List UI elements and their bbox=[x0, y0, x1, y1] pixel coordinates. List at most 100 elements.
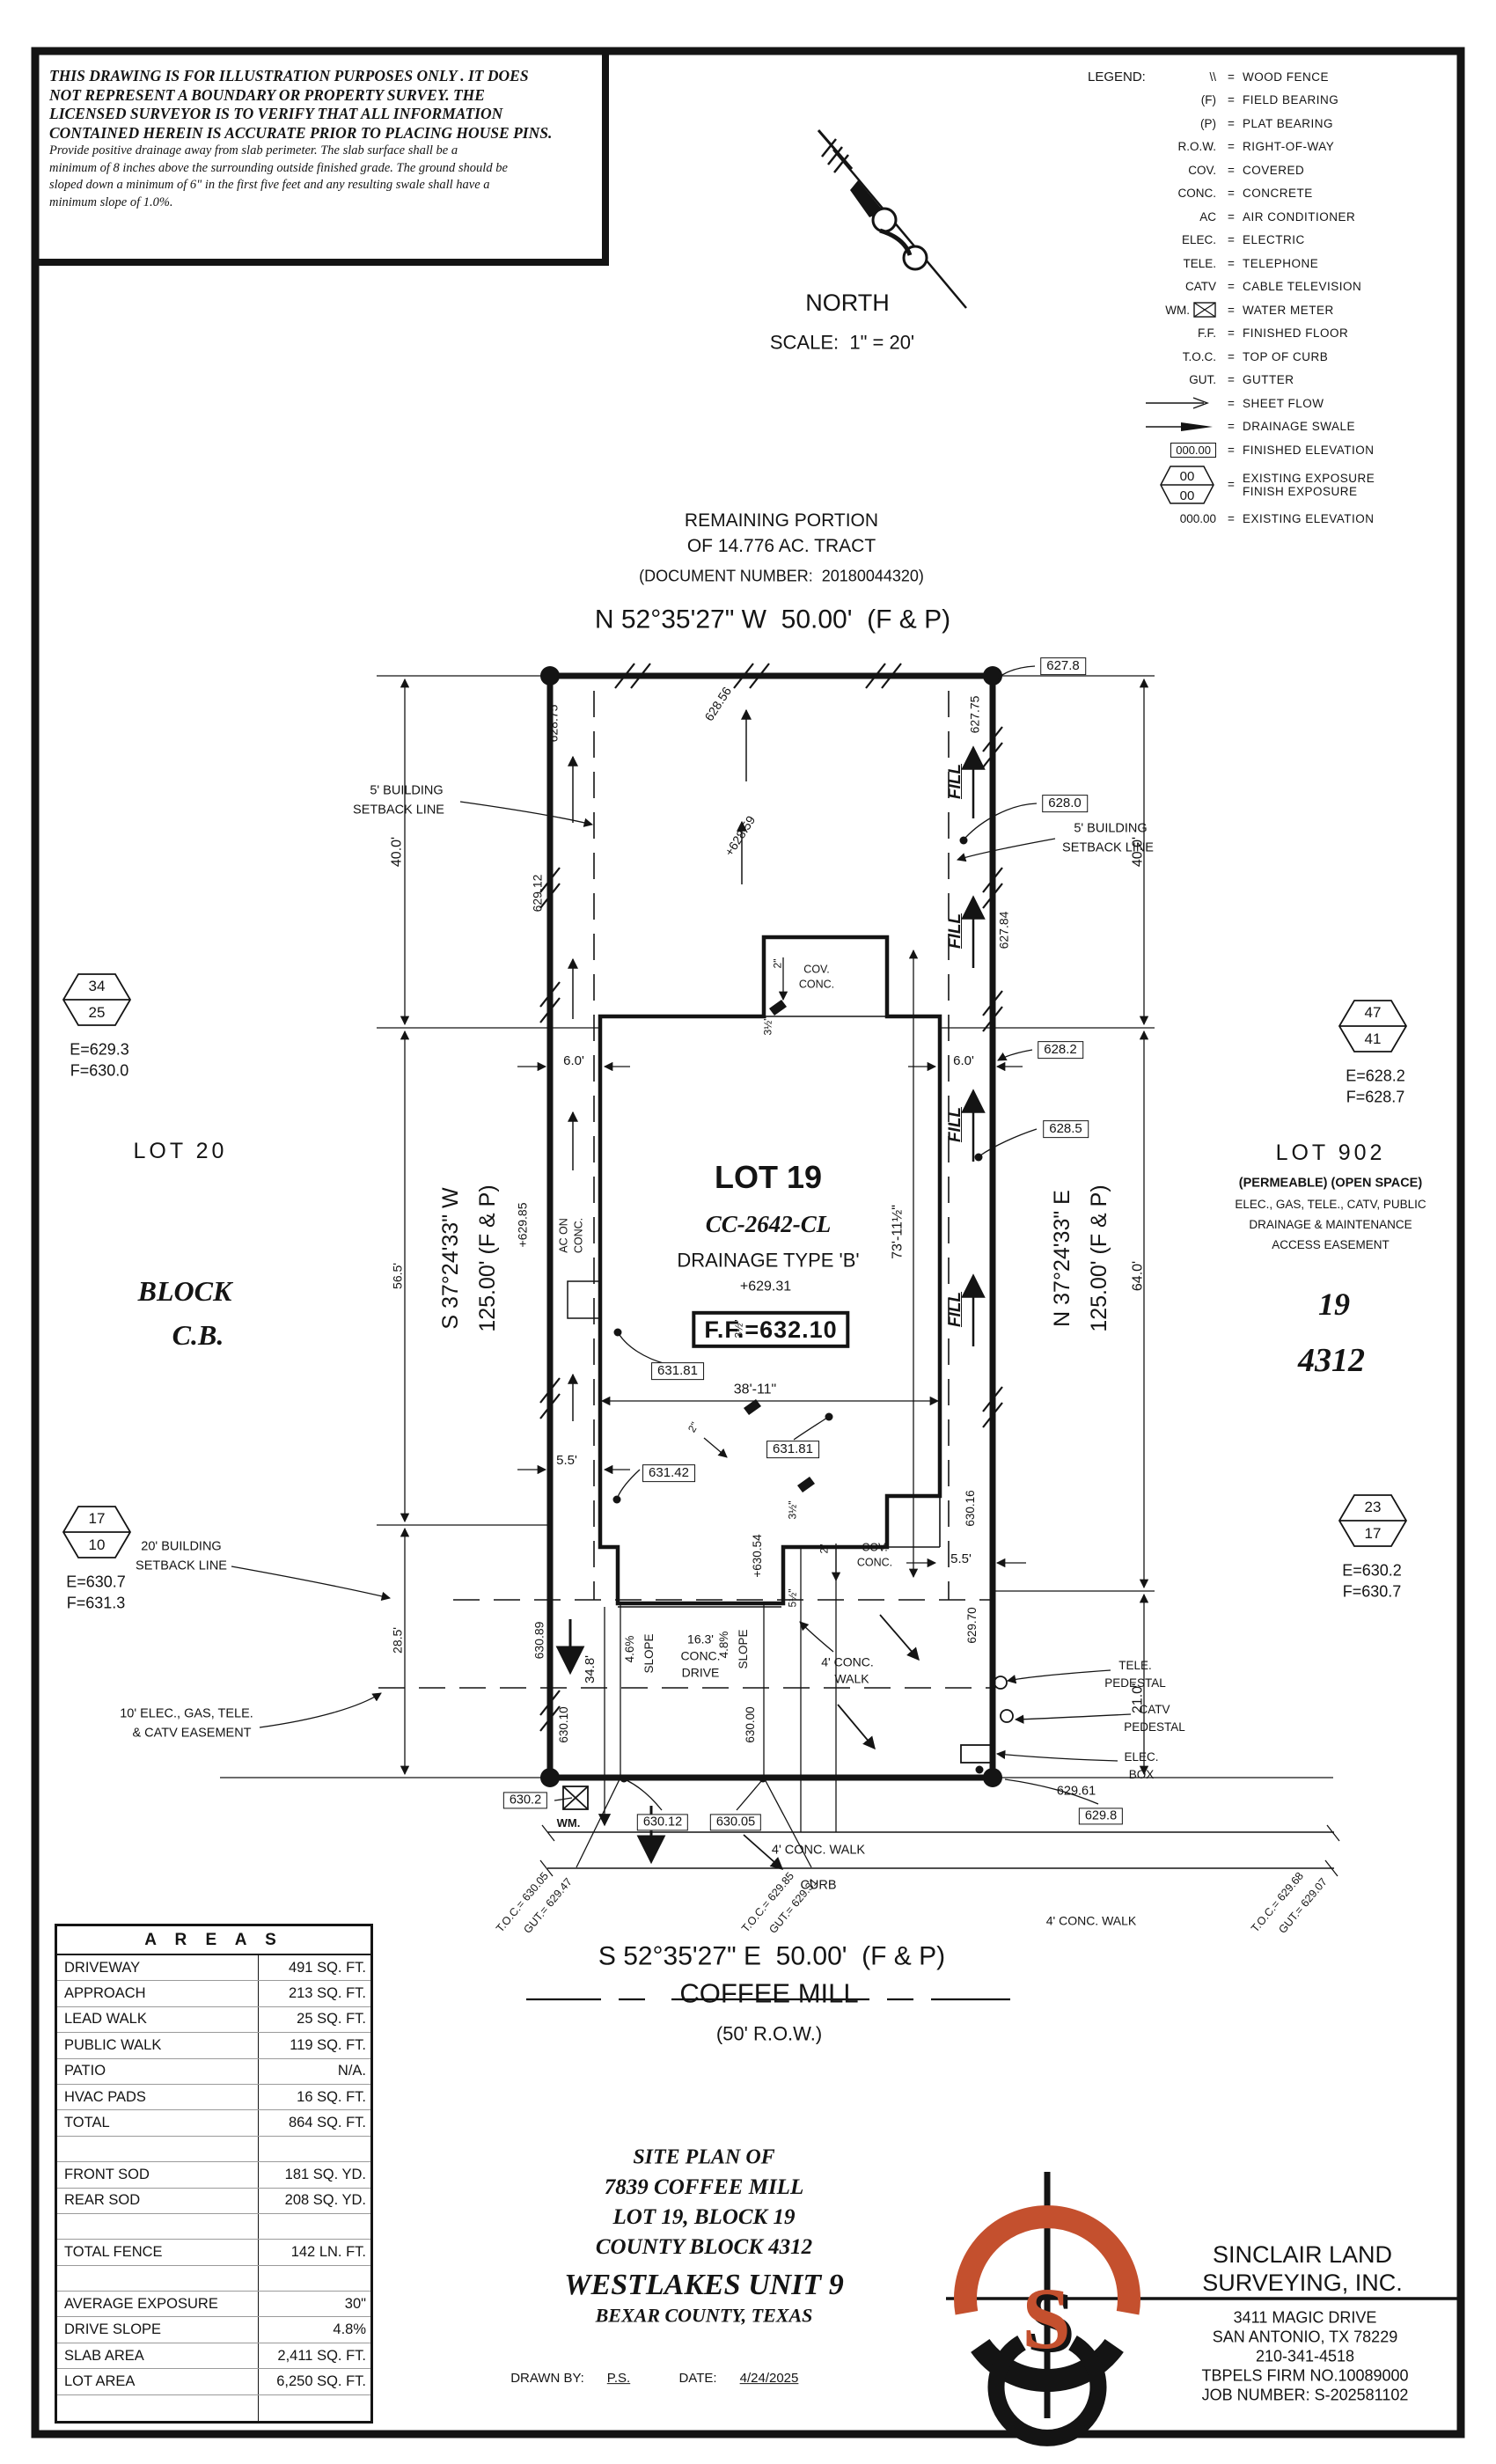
legend-equals: = bbox=[1228, 396, 1235, 410]
disclaimer-line: THIS DRAWING IS FOR ILLUSTRATION PURPOSE… bbox=[49, 67, 529, 84]
areas-row-value: 16 SQ. FT. bbox=[297, 2088, 366, 2105]
legend-label: COVERED bbox=[1243, 163, 1305, 177]
flow-arrows bbox=[555, 708, 986, 1870]
annotation-label: (PERMEABLE) (OPEN SPACE) bbox=[1238, 1176, 1423, 1191]
disclaimer-line: sloped down a minimum of 6" in the first… bbox=[49, 178, 490, 192]
legend-row: (F)=FIELD BEARING bbox=[1084, 89, 1468, 113]
legend-equals: = bbox=[1228, 187, 1235, 201]
surveyor-name: SURVEYING, INC. bbox=[1202, 2269, 1403, 2296]
bearing-east-dist: 125.00' (F & P) bbox=[1086, 1184, 1111, 1332]
house-footprint bbox=[567, 935, 942, 1608]
areas-row-value: 4.8% bbox=[333, 2321, 366, 2338]
areas-row-label: APPROACH bbox=[57, 1981, 259, 2006]
legend-row: =DRAINAGE SWALE bbox=[1084, 415, 1468, 439]
annotation-label: PEDESTAL bbox=[1104, 1676, 1166, 1690]
legend-equals: = bbox=[1228, 116, 1235, 130]
county-block: COUNTY BLOCK 4312 bbox=[595, 2234, 813, 2259]
bearing-west-dist: 125.00' (F & P) bbox=[474, 1184, 500, 1332]
annotation-label: F=631.3 bbox=[66, 1594, 126, 1612]
annotation-label: CONC. bbox=[856, 1556, 893, 1569]
legend-equals: = bbox=[1228, 93, 1235, 107]
catv-pedestal-icon bbox=[1000, 1709, 1014, 1723]
annotation-label: 630.16 bbox=[963, 1490, 977, 1527]
legend-symbol: (P) bbox=[1200, 116, 1216, 130]
legend-symbol: R.O.W. bbox=[1177, 140, 1217, 154]
areas-row-value: 181 SQ. YD. bbox=[284, 2166, 366, 2182]
areas-row-label: LOT AREA bbox=[57, 2369, 259, 2394]
date-value: 4/24/2025 bbox=[739, 2371, 799, 2387]
legend: \\=WOOD FENCE(F)=FIELD BEARING (P) = PLAT B… bbox=[1084, 65, 1468, 531]
annotation-label: SLOPE bbox=[736, 1629, 750, 1669]
legend-row: R.O.W.=RIGHT-OF-WAY bbox=[1084, 136, 1468, 159]
legend-symbol: CONC. bbox=[1177, 187, 1217, 201]
legend-row: CONC.=CONCRETE bbox=[1084, 182, 1468, 206]
annotation-label: DRAINAGE & MAINTENANCE bbox=[1249, 1217, 1412, 1231]
areas-row-label: FRONT SOD bbox=[57, 2162, 259, 2188]
legend-row: T.O.C.=TOP OF CURB bbox=[1084, 345, 1468, 369]
areas-row-label: SLAB AREA bbox=[57, 2343, 259, 2369]
annotation-label: 630.00 bbox=[743, 1706, 757, 1743]
areas-row-value: 30" bbox=[344, 2295, 366, 2312]
annotation-label: 10' ELEC., GAS, TELE. bbox=[120, 1706, 253, 1721]
annotation-label: 629.70 bbox=[964, 1607, 979, 1644]
arrow-icon bbox=[1084, 396, 1220, 410]
areas-table-row: AVERAGE EXPOSURE 30" bbox=[57, 2292, 370, 2318]
surveyor-logo: S S bbox=[946, 2172, 1463, 2446]
legend-row: GUT.=GUTTER bbox=[1084, 369, 1468, 392]
surveyor-address: SAN ANTONIO, TX 78229 bbox=[1212, 2328, 1398, 2346]
annotation-label: 630.12 bbox=[636, 1814, 689, 1831]
annotation-label: 17 bbox=[88, 1510, 106, 1528]
legend-equals: = bbox=[1228, 209, 1235, 224]
bearing-east: N 37°24'33" E bbox=[1049, 1190, 1074, 1327]
utility-symbols bbox=[562, 1676, 1014, 1810]
annotation-label: FILL bbox=[946, 1291, 965, 1328]
legend-label: FINISHED ELEVATION bbox=[1243, 443, 1375, 457]
annotation-label: 19 bbox=[1318, 1287, 1350, 1323]
driveway-walk bbox=[526, 1549, 1340, 2001]
legend-equals: = bbox=[1228, 280, 1235, 294]
legend-label: DRAINAGE SWALE bbox=[1243, 420, 1356, 434]
annotation-label: 629.12 bbox=[530, 874, 545, 913]
block-label: BLOCK bbox=[137, 1275, 232, 1308]
annotation-label: 628.0 bbox=[1042, 795, 1088, 812]
ac-pad bbox=[567, 1280, 602, 1319]
scale-label: SCALE: 1" = 20' bbox=[769, 331, 915, 354]
annotation-label: 34.8' bbox=[583, 1654, 598, 1684]
annotation-label: 23 bbox=[1364, 1499, 1382, 1516]
areas-row-value bbox=[259, 2266, 370, 2291]
legend-equals: = bbox=[1228, 443, 1235, 457]
box-icon: 000.00 bbox=[1084, 442, 1220, 458]
firm-number: TBPELS FIRM NO.10089000 bbox=[1201, 2366, 1409, 2385]
legend-symbol: T.O.C. bbox=[1182, 349, 1216, 363]
areas-row-label: DRIVEWAY bbox=[57, 1955, 259, 1981]
annotation-label: 628.2 bbox=[1038, 1041, 1083, 1059]
annotation-label: +629.31 bbox=[739, 1279, 792, 1294]
annotation-label: 10 bbox=[88, 1536, 106, 1554]
areas-row-label: DRIVE SLOPE bbox=[57, 2317, 259, 2343]
hatch-flags bbox=[744, 1000, 815, 1492]
areas-row-label: PATIO bbox=[57, 2058, 259, 2084]
areas-table-row bbox=[57, 2394, 370, 2422]
svg-text:S: S bbox=[1026, 2273, 1075, 2371]
legend-label: FINISHED FLOOR bbox=[1243, 326, 1349, 341]
row-width: (50' R.O.W.) bbox=[715, 2022, 823, 2045]
legend-equals: = bbox=[1228, 163, 1235, 177]
annotation-label: & CATV EASEMENT bbox=[132, 1726, 252, 1741]
annotation-label: CONC. bbox=[680, 1648, 721, 1663]
legend-row: \\=WOOD FENCE bbox=[1084, 65, 1468, 89]
legend-row: F.F.=FINISHED FLOOR bbox=[1084, 322, 1468, 346]
areas-row-label: AVERAGE EXPOSURE bbox=[57, 2292, 259, 2317]
legend-label: PLAT BEARING bbox=[1243, 116, 1334, 130]
legend-label: ELECTRIC bbox=[1243, 233, 1305, 247]
areas-row-value: 142 LN. FT. bbox=[290, 2243, 366, 2260]
lot-block: LOT 19, BLOCK 19 bbox=[612, 2204, 796, 2229]
areas-row-label: PUBLIC WALK bbox=[57, 2033, 259, 2058]
annotation-label: 631.42 bbox=[642, 1464, 695, 1482]
areas-row-value: 491 SQ. FT. bbox=[288, 1959, 366, 1976]
annotation-label: 628.75 bbox=[546, 704, 561, 743]
annotation-label: 20' BUILDING bbox=[141, 1539, 222, 1554]
